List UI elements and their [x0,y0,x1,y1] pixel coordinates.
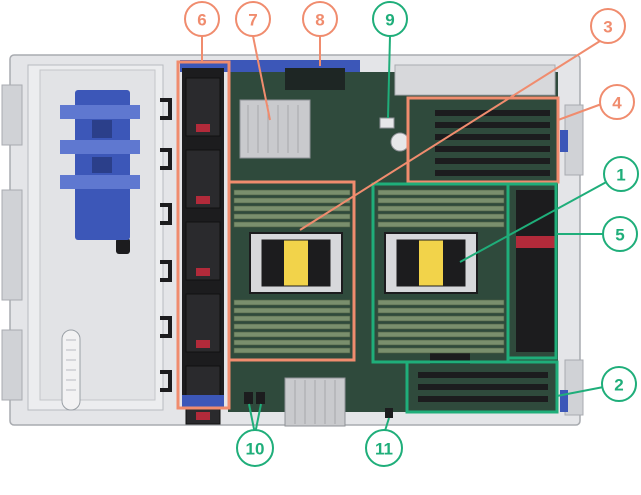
psu-cage-top [394,64,556,96]
chassis-tab-right-2 [564,359,584,416]
callout-3: 3 [590,8,626,44]
cable-channel [160,98,172,392]
callout-1-label: 1 [616,166,625,185]
callout-11-label: 11 [375,440,393,459]
cpu1-dimm-slot [377,221,505,228]
callout-11: 11 [365,429,403,467]
chassis-tab-left-1 [1,84,23,146]
bracket-arm-3 [60,175,140,189]
cpu2-dimm-slot [233,213,351,220]
callouts: 1 2 3 4 5 6 7 8 [184,1,639,467]
callout-3-label: 3 [603,18,612,37]
cpu2-dimm-slot [233,331,351,338]
heatsink-body [239,99,311,159]
callout-1: 1 [603,156,639,192]
callout-2-label: 2 [614,376,623,395]
cage-latch [116,238,130,254]
processor-1-fan [516,190,556,352]
cpu2-dimm-slot [233,347,351,354]
callout-5: 5 [602,216,638,252]
cpu2-dimm-slot [233,189,351,196]
cpu1-dimm-slot [377,339,505,346]
cpu1-dimm-slot [377,315,505,322]
callout-7: 7 [235,1,271,37]
callout-5-label: 5 [615,226,624,245]
processor-1 [384,232,478,294]
fan-cage-latch [182,395,224,407]
fan-release-tab [196,340,210,348]
chassis-tab-left-2 [1,189,23,301]
cpu2-dimm-slot [233,315,351,322]
usb-connector [385,408,393,418]
cpu2-dimm-slot [233,339,351,346]
highlight-boxes [176,60,560,414]
blue-bracket [60,90,140,240]
bracket-arm-2 [60,140,140,154]
cpu1-dimm-slot [377,205,505,212]
chipset-heatsink [239,99,311,159]
box-pcie-bottom [405,360,559,414]
cpu1-dimm-slot [377,189,505,196]
cpu2-dimm-slot [233,299,351,306]
processor-1-fan-tab [516,236,556,248]
cpu2-dimm-slot [233,323,351,330]
bracket-slot-2 [92,157,112,173]
cpu1-dimm-slot [377,347,505,354]
leader-lines [201,35,622,435]
dimm-slots-processor-2 [233,189,351,354]
right-latch-2 [560,390,568,412]
cpu1-dimm-slot [377,323,505,330]
callout-10: 10 [236,429,274,467]
callout-6-label: 6 [197,11,206,30]
fan-cage [182,68,224,425]
box-pcie-top [406,96,560,184]
system-battery [390,132,410,152]
cpu1-dimm-slot [377,299,505,306]
power-connector [285,68,345,90]
sata-port-1 [244,392,253,404]
callout-8-label: 8 [315,11,324,30]
callout-4-label: 4 [612,94,622,113]
processor-2 [249,232,343,294]
bracket-arm-1 [60,105,140,119]
cpu1-dimm-slot [377,213,505,220]
callout-7-label: 7 [248,11,257,30]
callout-10-label: 10 [246,440,265,459]
box-processor-2 [227,180,356,362]
chassis-tab-left-3 [1,329,23,401]
bottom-components [244,377,393,427]
callout-6: 6 [184,1,220,37]
cpu1-dimm-slot [377,197,505,204]
right-latch-1 [560,130,568,152]
cpu2-dimm-slot [233,205,351,212]
cpu1-dimm-slot [377,307,505,314]
fan-release-tab [196,124,210,132]
bracket-slot-1 [92,120,112,138]
callout-9: 9 [372,1,408,37]
fan-release-tab [196,196,210,204]
callout-4: 4 [599,84,635,120]
callout-2: 2 [601,366,637,402]
cpu2-dimm-slot [233,307,351,314]
callout-8: 8 [302,1,338,37]
cpu2-dimm-slot [233,221,351,228]
fan-release-tab [196,412,210,420]
callout-9-label: 9 [385,11,394,30]
cpu1-dimm-slot [377,331,505,338]
dimm-slots-processor-1 [377,189,505,354]
pcie-slots-top [435,110,550,176]
box-fan-proc-1 [506,182,558,360]
internal-usb-port [379,117,395,129]
sata-port-2 [256,392,265,404]
cpu2-dimm-slot [233,197,351,204]
fan-release-tab [196,268,210,276]
